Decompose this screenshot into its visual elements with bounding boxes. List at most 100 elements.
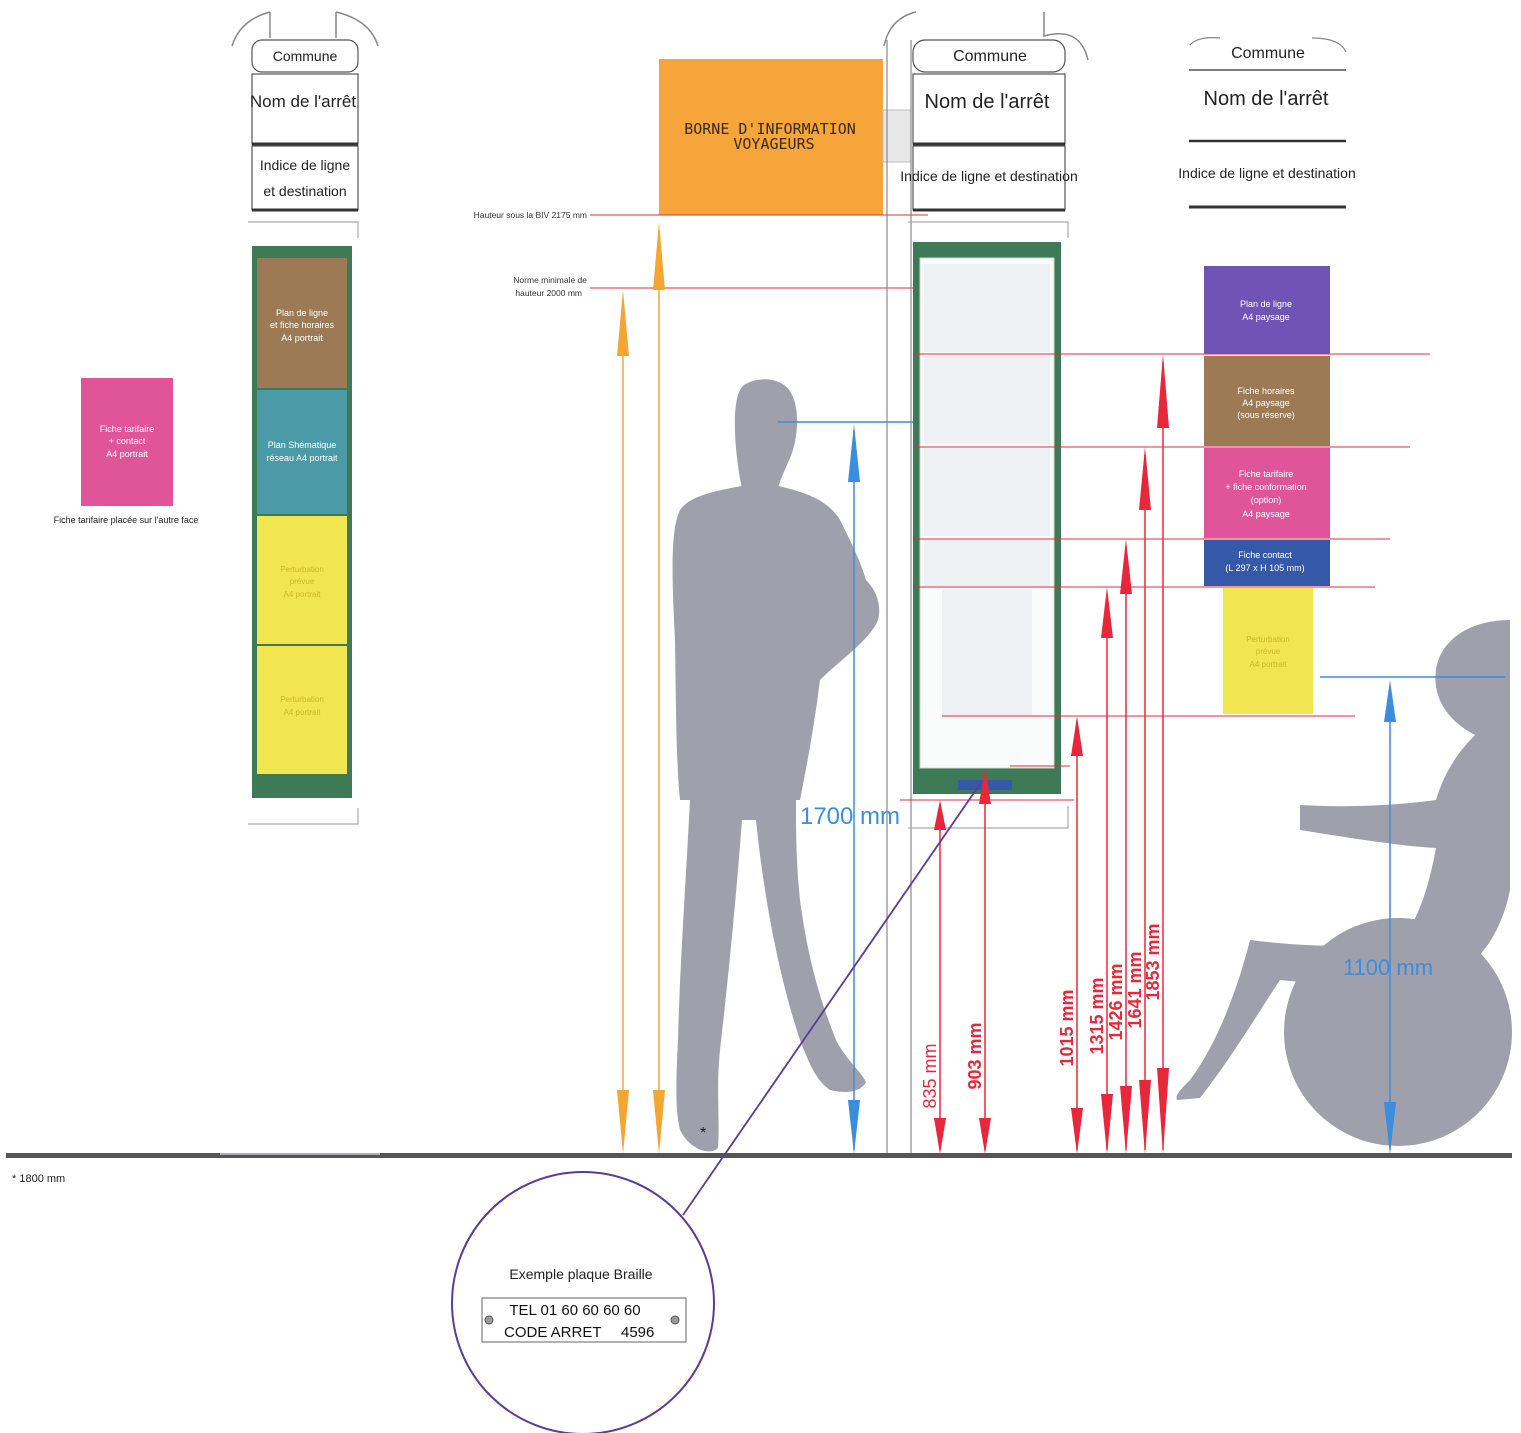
dim-1426-label: 1426 mm [1106, 963, 1126, 1040]
dim-1641-down [1139, 1080, 1151, 1154]
bim-display: BORNE D'INFORMATION VOYAGEURS [659, 59, 912, 215]
eye-1100-down [1384, 1102, 1396, 1154]
left-post-panel-brown [257, 258, 347, 388]
dim-1015-down [1071, 1108, 1083, 1154]
left-post-indice-line1: Indice de ligne [260, 157, 351, 173]
left-post-commune-box [251, 39, 359, 73]
left-post-panel-yellow1 [257, 516, 347, 644]
fare-card-line1: Fiche tarifaire [100, 424, 155, 434]
braille-code-label: CODE ARRET [504, 1324, 602, 1341]
right-post-commune: Commune [1231, 45, 1305, 62]
left-post-panel4-line1: Perturbation [280, 695, 324, 704]
red-dimension-arrows: 835 mm 903 mm 1015 mm 1315 mm 1426 mm 16… [920, 354, 1169, 1154]
orange-arrow-2175-up [653, 222, 665, 290]
left-post-panel2-line1: Plan Shématique [268, 440, 337, 450]
standing-person-silhouette: * [672, 379, 880, 1152]
right-box2-line3: (sous réserve) [1237, 410, 1295, 420]
fare-card-line2: + contact [109, 436, 146, 446]
eye-1700-down [848, 1100, 860, 1154]
dim-1853-up [1157, 354, 1169, 428]
ground: * 1800 mm [6, 1153, 1512, 1185]
orange-arrow-2000-up [617, 290, 629, 356]
left-post-panel4-line2: A4 portrait [284, 708, 322, 717]
dim-1015-label: 1015 mm [1057, 989, 1077, 1066]
center-post-nom-box [912, 73, 1066, 145]
dim-1853-down [1157, 1068, 1169, 1154]
ground-line [6, 1153, 1512, 1158]
red-reference-lines [913, 353, 1430, 767]
center-post-slot1 [924, 264, 1050, 352]
left-post-panel3-line1: Perturbation [280, 565, 324, 574]
dim-1315-down [1101, 1094, 1113, 1154]
right-post-top [1189, 37, 1347, 53]
left-post-panel-yellow2 [257, 646, 347, 774]
eye-height-1100: 1100 mm [1320, 676, 1505, 1154]
center-post-slot5 [942, 590, 1032, 716]
norme-label-line2: hauteur 2000 mm [515, 288, 582, 298]
eye-height-1700: 1700 mm [778, 421, 942, 1154]
braille-zoom: Exemple plaque Braille TEL 01 60 60 60 6… [451, 783, 981, 1433]
dim-903-up [979, 768, 991, 804]
dim-903-down [979, 1118, 991, 1154]
center-post-commune: Commune [953, 48, 1027, 65]
eye-1700-label: 1700 mm [800, 803, 900, 830]
braille-screw-left [484, 1315, 494, 1325]
orange-arrow-2000-down [617, 1090, 629, 1154]
bim-line2: VOYAGEURS [733, 135, 814, 153]
right-box5-line2: prévue [1256, 647, 1281, 656]
center-post-indice: Indice de ligne et destination [900, 168, 1077, 184]
right-post-nom-arret: Nom de l'arrêt [1204, 88, 1329, 110]
left-post-panel1-line2: et fiche horaires [270, 320, 335, 330]
braille-tel: TEL 01 60 60 60 60 [509, 1302, 640, 1319]
dim-903-label: 903 mm [965, 1022, 985, 1089]
right-box5-line1: Perturbation [1246, 635, 1290, 644]
dim-835-label: 835 mm [920, 1043, 940, 1108]
left-post-bracket-top [248, 221, 359, 238]
left-post-top-cap-right [335, 11, 379, 47]
center-post-slot4 [924, 540, 1050, 586]
right-box3-line3: (option) [1251, 495, 1282, 505]
left-post-panel1-line1: Plan de ligne [276, 308, 328, 318]
right-post-indice: Indice de ligne et destination [1178, 165, 1355, 181]
dim-1641-up [1139, 447, 1151, 510]
right-box3-line2: + fiche conformation [1225, 482, 1306, 492]
left-post-top-cap-left [231, 11, 271, 47]
dim-1853-label: 1853 mm [1143, 923, 1163, 1000]
right-box1-line1: Plan de ligne [1240, 299, 1292, 309]
center-post-indice-box [912, 145, 1066, 211]
braille-zoom-circle [451, 1171, 715, 1433]
right-box5-line3: A4 portrait [1250, 660, 1288, 669]
fare-card-line3: A4 portrait [106, 449, 148, 459]
center-post-commune-box [912, 39, 1066, 73]
eye-1100-label: 1100 mm [1343, 955, 1433, 980]
center-post-top-cap [883, 11, 1089, 61]
left-post-panel1-line3: A4 portrait [281, 333, 323, 343]
left-post-indice-line2: et destination [263, 183, 346, 199]
left-post-bracket-bottom [248, 808, 359, 825]
person-asterisk: * [700, 1125, 706, 1142]
center-post-slot3 [924, 448, 1050, 536]
right-box3-line4: A4 paysage [1242, 509, 1290, 519]
bim-line1: BORNE D'INFORMATION [684, 120, 856, 138]
orange-arrow-2175-down [653, 1090, 665, 1154]
right-box1-line2: A4 paysage [1242, 312, 1290, 322]
dim-1315-label: 1315 mm [1087, 977, 1107, 1054]
center-post-bracket-bottom [908, 806, 1069, 829]
dim-1426-up [1120, 539, 1132, 594]
center-post-slot2 [924, 356, 1050, 444]
braille-plate-outline [481, 1297, 687, 1343]
dim-1426-down [1120, 1086, 1132, 1154]
right-box4-line1: Fiche contact [1238, 550, 1292, 560]
dim-1315-up [1101, 587, 1113, 638]
person-head [734, 379, 798, 488]
fare-card-caption: Fiche tarifaire placée sur l'autre face [54, 515, 199, 525]
right-box3-line1: Fiche tarifaire [1239, 469, 1294, 479]
right-box2-line2: A4 paysage [1242, 398, 1290, 408]
wheelchair-user-silhouette [1176, 620, 1512, 1146]
left-fare-card: Fiche tarifaire + contact A4 portrait Fi… [54, 378, 199, 525]
right-box-fiche-tarifaire [1204, 448, 1330, 538]
center-post-bracket-top [908, 221, 1069, 238]
wheelchair-person [1176, 620, 1510, 1100]
dim-1015-up [1071, 716, 1083, 756]
